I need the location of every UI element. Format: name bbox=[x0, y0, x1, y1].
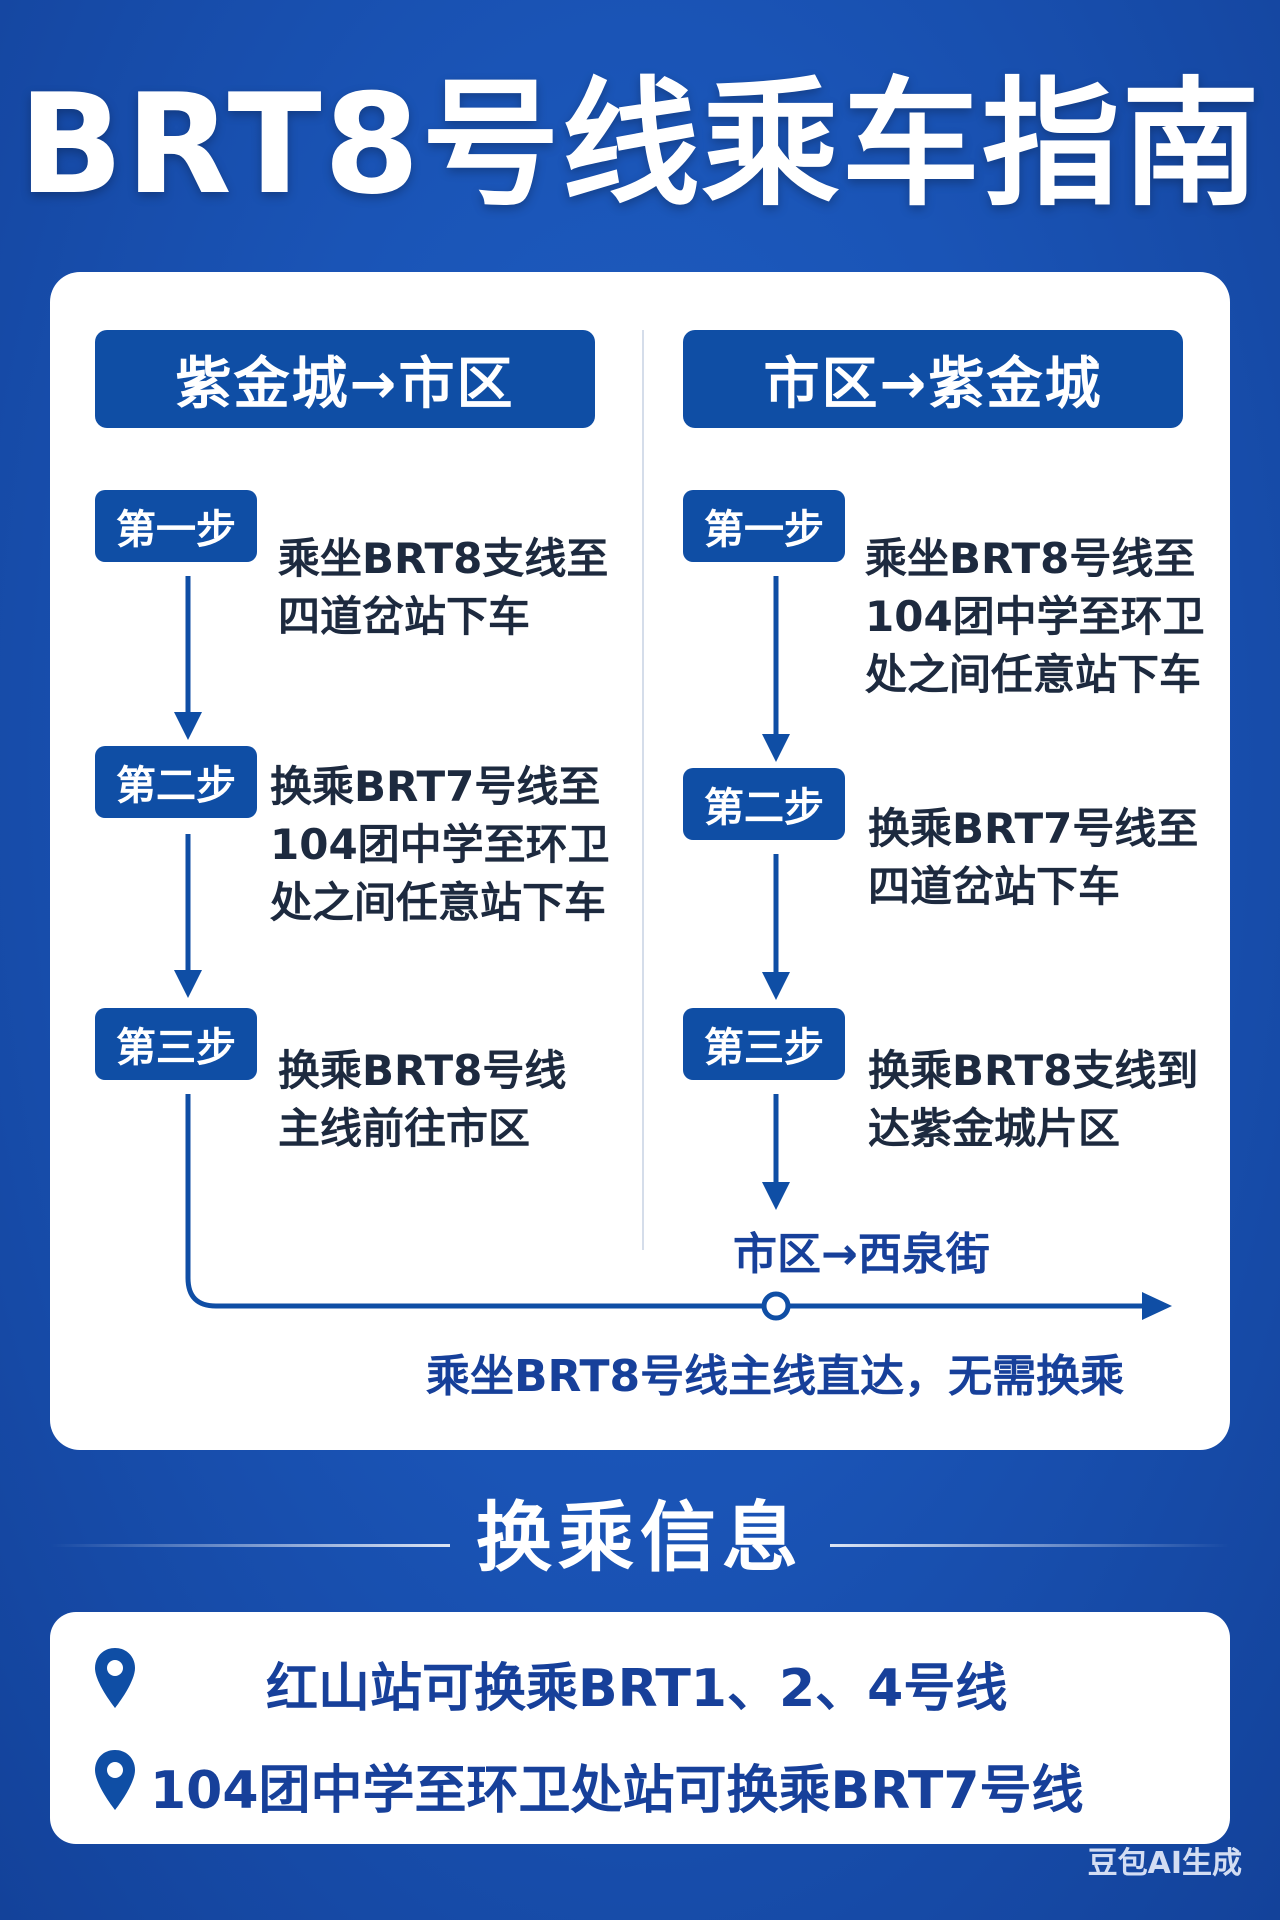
left-step-1-text: 乘坐BRT8支线至 四道岔站下车 bbox=[278, 534, 609, 641]
direct-route-label: 市区→西泉街 bbox=[733, 1229, 990, 1280]
page-title: BRT8号线乘车指南 bbox=[18, 64, 1262, 225]
direct-route-line bbox=[185, 1094, 1150, 1309]
left-step-3-badge: 第三步 bbox=[95, 1008, 257, 1080]
left-step-2-text: 换乘BRT7号线至 104团中学至环卫 处之间任意站下车 bbox=[270, 762, 610, 927]
right-step-2-text: 换乘BRT7号线至 四道岔站下车 bbox=[868, 804, 1199, 911]
location-pin-icon bbox=[95, 1750, 135, 1810]
left-step-1-badge: 第一步 bbox=[95, 490, 257, 562]
right-step-2-badge: 第二步 bbox=[683, 768, 845, 840]
right-step-3-badge: 第三步 bbox=[683, 1008, 845, 1080]
transfer-item-2: 104团中学至环卫处站可换乘BRT7号线 bbox=[150, 1761, 1084, 1821]
section-rule-right bbox=[830, 1544, 1230, 1547]
section-rule-left bbox=[50, 1544, 450, 1547]
right-arrowhead-3 bbox=[762, 1182, 790, 1210]
watermark: 豆包AI生成 bbox=[1087, 1846, 1242, 1881]
direct-route-arrowhead bbox=[1142, 1292, 1172, 1320]
direct-route-note: 乘坐BRT8号线主线直达，无需换乘 bbox=[426, 1351, 1125, 1402]
right-column-header: 市区→紫金城 bbox=[683, 330, 1183, 428]
left-step-3-text: 换乘BRT8号线 主线前往市区 bbox=[278, 1046, 567, 1153]
right-step-3-text: 换乘BRT8支线到 达紫金城片区 bbox=[868, 1046, 1199, 1153]
left-arrowhead-2 bbox=[174, 970, 202, 998]
column-divider bbox=[642, 330, 644, 1250]
right-step-1-badge: 第一步 bbox=[683, 490, 845, 562]
left-arrowhead-1 bbox=[174, 712, 202, 740]
route-card bbox=[50, 272, 1230, 1450]
left-step-2-badge: 第二步 bbox=[95, 746, 257, 818]
right-arrowhead-1 bbox=[762, 734, 790, 762]
transfer-item-1: 红山站可换乘BRT1、2、4号线 bbox=[266, 1659, 1008, 1719]
right-arrowhead-2 bbox=[762, 972, 790, 1000]
right-step-1-text: 乘坐BRT8号线至 104团中学至环卫 处之间任意站下车 bbox=[865, 534, 1205, 699]
location-pin-icon bbox=[95, 1648, 135, 1708]
transfer-section-title: 换乘信息 bbox=[476, 1493, 804, 1582]
transfer-info-card bbox=[50, 1612, 1230, 1844]
left-column-header: 紫金城→市区 bbox=[95, 330, 595, 428]
route-station-dot bbox=[761, 1291, 791, 1321]
